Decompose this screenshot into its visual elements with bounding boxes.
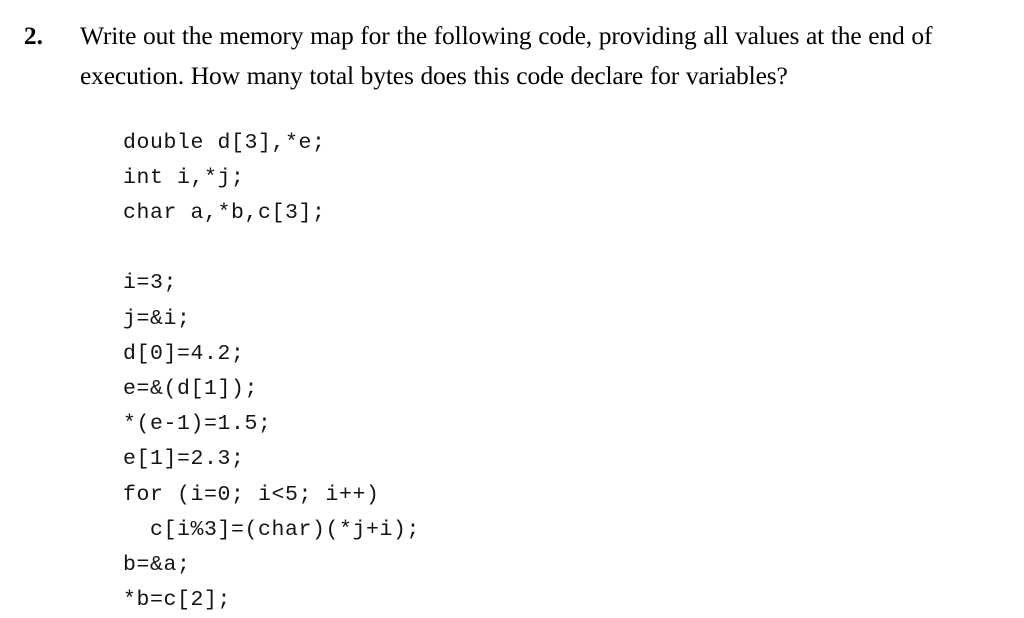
code-line: int i,*j; bbox=[123, 161, 420, 196]
code-line: d[0]=4.2; bbox=[123, 337, 420, 372]
code-line: *(e-1)=1.5; bbox=[123, 407, 420, 442]
code-line: double d[3],*e; bbox=[123, 126, 420, 161]
question-row: 2. Write out the memory map for the foll… bbox=[0, 16, 1024, 96]
code-line: b=&a; bbox=[123, 548, 420, 583]
code-line: i=3; bbox=[123, 266, 420, 301]
code-line: char a,*b,c[3]; bbox=[123, 196, 420, 231]
code-blank-line bbox=[123, 231, 420, 266]
code-listing: double d[3],*e;int i,*j;char a,*b,c[3]; … bbox=[123, 126, 420, 618]
code-line: c[i%3]=(char)(*j+i); bbox=[123, 513, 420, 548]
question-text: Write out the memory map for the followi… bbox=[43, 16, 1024, 96]
code-line: j=&i; bbox=[123, 302, 420, 337]
question-number: 2. bbox=[0, 16, 43, 56]
code-line: e[1]=2.3; bbox=[123, 442, 420, 477]
code-line: *b=c[2]; bbox=[123, 583, 420, 618]
question-block: 2. Write out the memory map for the foll… bbox=[0, 0, 1024, 96]
code-line: for (i=0; i<5; i++) bbox=[123, 478, 420, 513]
code-line: e=&(d[1]); bbox=[123, 372, 420, 407]
